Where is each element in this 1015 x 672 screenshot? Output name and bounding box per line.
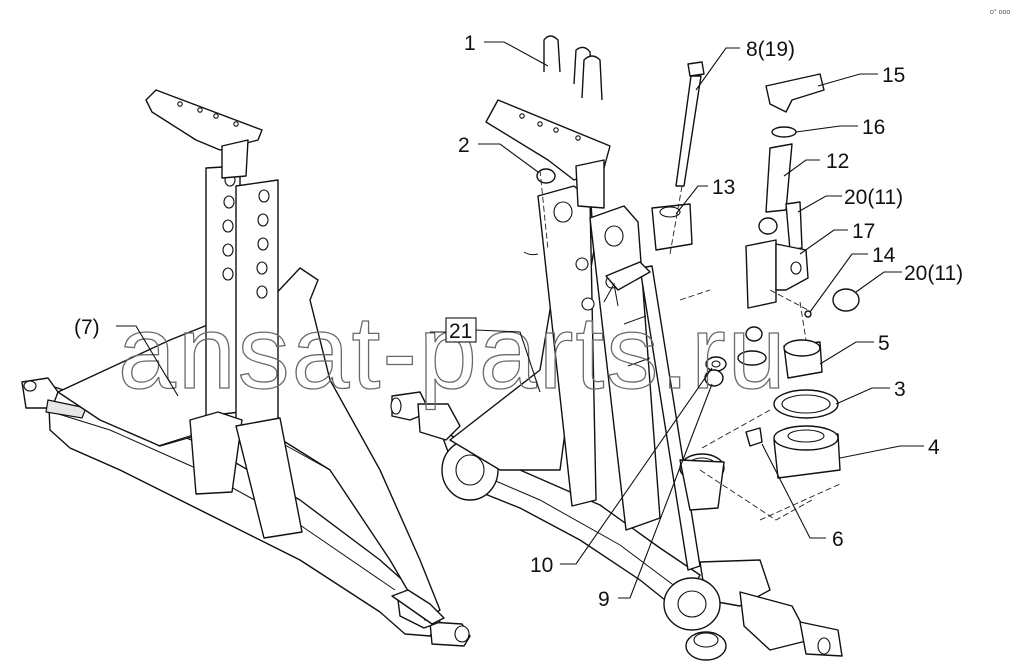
callout-15: 15 — [817, 64, 905, 87]
callout-label-7: (7) — [74, 316, 100, 339]
callout-2: 2 — [458, 134, 539, 173]
callout-label-6: 6 — [832, 528, 844, 551]
callout-13: 13 — [675, 176, 735, 215]
callout-16: 16 — [795, 116, 885, 139]
callout-label-14: 14 — [872, 244, 896, 267]
callout-label-9: 9 — [598, 588, 610, 611]
callout-label-17: 17 — [852, 220, 875, 243]
callout-10: 10 — [530, 367, 713, 577]
corner-mark: o° ooo — [990, 8, 1010, 16]
callout-label-8: 8(19) — [746, 38, 795, 61]
callout-label-3: 3 — [894, 378, 906, 401]
callout-label-5: 5 — [878, 332, 890, 355]
callout-label-13: 13 — [712, 176, 735, 199]
callout-label-4: 4 — [928, 436, 940, 459]
left-axle-assembly — [21, 89, 471, 647]
callout-9: 9 — [598, 383, 713, 611]
callout-label-16: 16 — [862, 116, 885, 139]
callout-8: 8(19) — [695, 38, 795, 91]
callout-17: 17 — [799, 220, 875, 255]
callout-label-21: 21 — [449, 320, 472, 343]
watermark: ansat-parts.ru — [118, 295, 788, 411]
callout-12: 12 — [783, 150, 849, 177]
callout-label-1: 1 — [464, 32, 476, 55]
callout-1: 1 — [464, 32, 549, 67]
callout-4: 4 — [839, 436, 940, 459]
callout-14: 14 — [809, 244, 896, 313]
exploded-parts — [523, 35, 860, 521]
callout-label-20-upper: 20(11) — [844, 186, 903, 209]
callout-5: 5 — [819, 332, 890, 365]
main-axle-assembly — [390, 99, 843, 661]
callout-7: (7) — [74, 316, 179, 397]
callout-20a: 20(11) — [797, 186, 903, 213]
callout-20b: 20(11) — [855, 262, 963, 293]
callout-label-15: 15 — [882, 64, 905, 87]
upright-holes — [222, 173, 270, 299]
callout-label-10: 10 — [530, 554, 553, 577]
callout-21: 21 — [430, 317, 541, 393]
callout-label-20-lower: 20(11) — [904, 262, 963, 285]
callout-6: 6 — [761, 443, 844, 551]
callout-label-2: 2 — [458, 134, 470, 157]
callout-3: 3 — [835, 378, 906, 405]
callout-label-12: 12 — [826, 150, 849, 173]
